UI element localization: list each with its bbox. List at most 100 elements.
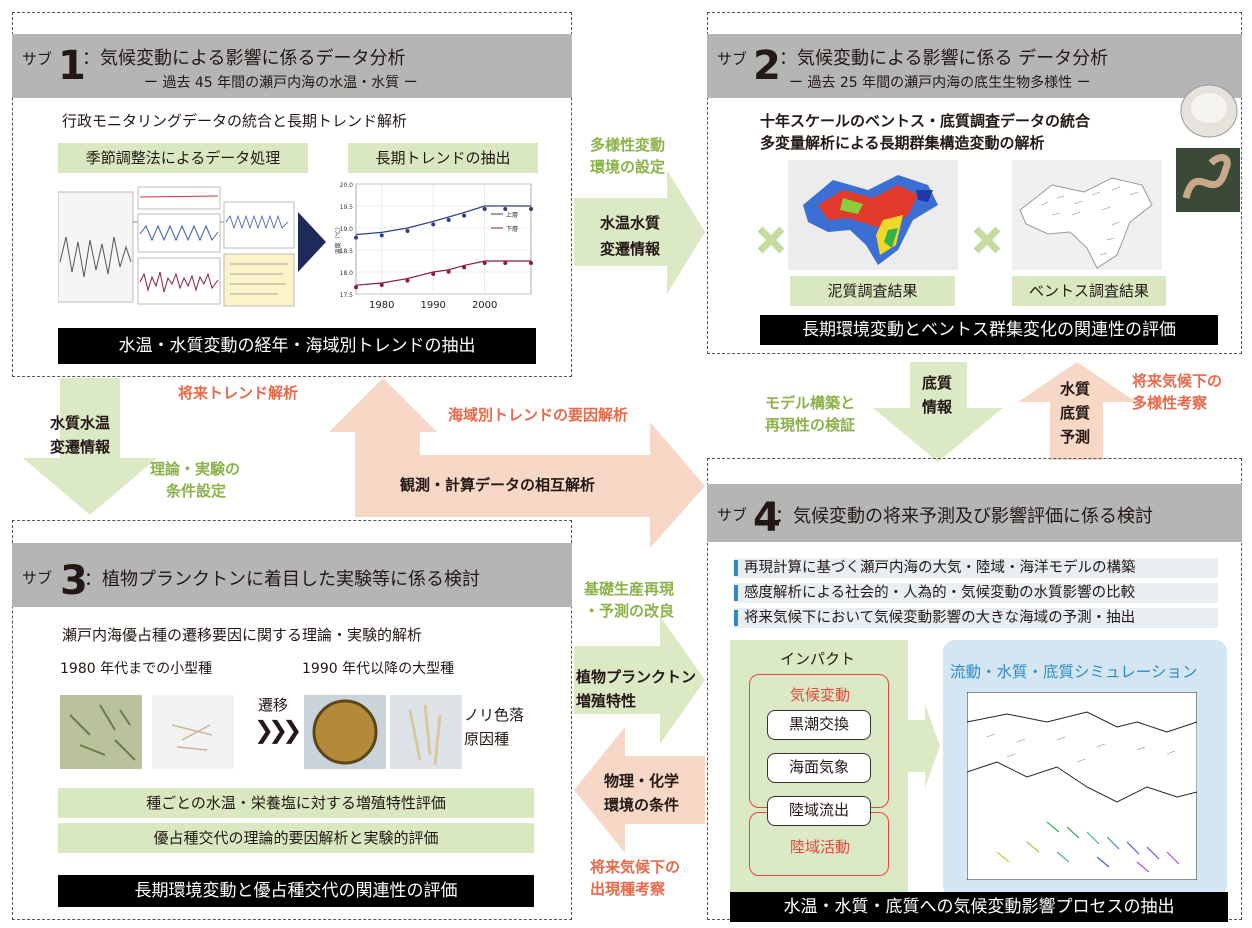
- chart-legend-label: 上層: [506, 211, 518, 219]
- sub1-label-trend: 長期トレンドの抽出: [348, 143, 538, 173]
- label-future-diversity-1: 将来気候下の: [1132, 372, 1223, 390]
- chart-point: [354, 285, 358, 290]
- chart-point: [405, 229, 410, 233]
- label-sediment-info-2: 情報: [922, 398, 953, 416]
- large-species-photo-2: [390, 695, 462, 769]
- sub4-bullet-3: 将来気候下において気候変動影響の大きな海域の予測・抽出: [734, 608, 1218, 628]
- label-diversity-2: 環境の設定: [590, 158, 666, 176]
- chart-plot-area: [355, 183, 532, 295]
- seasonal-decomposition-figure: [58, 186, 295, 307]
- sub3-caption-large: 1990 年代以降の大型種: [302, 661, 455, 677]
- label-model-2: 再現性の検証: [765, 416, 856, 434]
- chart-point: [446, 269, 451, 274]
- label-prediction-1: 水質: [1060, 380, 1091, 398]
- nori-label-1: ノリ色落: [464, 706, 525, 724]
- sub3-bar-2: 優占種交代の理論的要因解析と実験的評価: [58, 823, 534, 853]
- panel-sub1: [12, 12, 572, 377]
- transition-label: 遷移: [258, 696, 289, 714]
- sub2-prefix: サブ: [717, 50, 748, 68]
- benthos-map: [1012, 160, 1162, 270]
- sub1-heading: 行政モニタリングデータの統合と長期トレンド解析: [62, 112, 408, 130]
- sub2-label-sediment: 泥質調査結果: [790, 276, 955, 306]
- chart-point: [431, 272, 436, 276]
- sub1-bottom-bar: 水温・水質変動の経年・海域別トレンドの抽出: [58, 328, 536, 364]
- chart-point: [503, 261, 508, 265]
- arrow-mutual-analysis: [329, 378, 705, 548]
- label-mutual-analysis: 観測・計算データの相互解析: [400, 476, 596, 494]
- sub2-title: ：気候変動による影響に係る データ分析: [779, 48, 1109, 69]
- label-wt-wq-1: 水温水質: [600, 214, 661, 232]
- chart-ytick-label: 18.0: [340, 270, 354, 277]
- kuroshio-box: 黒潮交換: [767, 710, 871, 740]
- small-species-photo-1: [60, 695, 142, 769]
- sea-weather-box: 海面気象: [767, 753, 871, 783]
- label-future-species-2: 出現種考察: [590, 880, 666, 898]
- sub3-heading: 瀬戸内海優占種の遷移要因に関する理論・実験的解析: [62, 626, 423, 644]
- sub1-header: サブ 1 ：気候変動による影響に係るデータ分析 ー 過去 45 年間の瀬戸内海の…: [12, 34, 572, 98]
- arrow-sub4-to-sub3: [574, 727, 705, 853]
- sub3-bar-1: 種ごとの水温・栄養塩に対する増殖特性評価: [58, 788, 534, 818]
- cross-mark-left: [757, 226, 785, 254]
- label-prediction-3: 予測: [1060, 428, 1091, 446]
- chart-xtick-label: 1980: [369, 300, 394, 311]
- sub2-bottom-bar: 長期環境変動とベントス群集変化の関連性の評価: [760, 315, 1218, 345]
- sub2-subtitle: ー 過去 25 年間の瀬戸内海の底生生物多様性 ー: [789, 75, 1091, 91]
- label-prediction-2: 底質: [1060, 404, 1091, 422]
- label-growth-1: 植物プランクトン: [576, 668, 697, 686]
- label-primary-prod-1: 基礎生産再現: [584, 580, 675, 598]
- chart-xtick-label: 2000: [472, 300, 497, 311]
- sub3-title: ：植物プランクトンに着目した実験等に係る検討: [84, 569, 480, 590]
- small-species-photo-2: [152, 695, 234, 769]
- chart-legend-label: 下層: [506, 226, 518, 233]
- panel-sub2: [707, 12, 1242, 354]
- chart-series-line: [355, 205, 531, 236]
- label-wq-wt-1: 水質水温: [50, 414, 111, 432]
- sub4-bullet-1: 再現計算に基づく瀬戸内海の大気・陸域・海洋モデルの構築: [734, 558, 1218, 578]
- shell-photo: [1180, 84, 1238, 138]
- chart-point: [379, 233, 384, 238]
- chart-ytick-label: 19.5: [340, 204, 354, 211]
- sub3-caption-small: 1980 年代までの小型種: [60, 661, 213, 677]
- chart-point: [462, 213, 467, 218]
- sediment-map: [788, 160, 958, 270]
- label-physchem-1: 物理・化学: [604, 772, 680, 790]
- sub1-label-seasonal: 季節調整法によるデータ処理: [58, 143, 308, 173]
- sub1-prefix: サブ: [22, 50, 53, 68]
- arrow-sub2-to-sub4: [873, 362, 1003, 462]
- sub1-subtitle: ー 過去 45 年間の瀬戸内海の水温・水質 ー: [144, 75, 418, 91]
- sub3-bottom-bar: 長期環境変動と優占種交代の関連性の評価: [58, 875, 534, 907]
- sub2-number: 2: [753, 43, 781, 89]
- label-physchem-2: 環境の条件: [604, 796, 680, 814]
- simulation-title: 流動・水質・底質シミュレーション: [950, 663, 1198, 681]
- sub3-prefix: サブ: [22, 569, 53, 587]
- label-theory-1: 理論・実験の: [150, 460, 241, 478]
- large-species-photo-1: [304, 695, 386, 769]
- chart-point: [482, 207, 487, 211]
- arrow-sub1-to-sub3: [23, 378, 157, 515]
- chart-xtick-label: 1990: [420, 300, 445, 311]
- chart-point: [405, 278, 410, 283]
- sub4-prefix: サブ: [717, 506, 748, 524]
- chart-ylabel: 温度（℃）: [334, 224, 342, 255]
- chart-ytick-label: 17.5: [340, 292, 354, 299]
- chart-point: [379, 283, 384, 287]
- chart-point: [462, 265, 467, 270]
- sub4-bottom-bar: 水温・水質・底質への気候変動影響プロセスの抽出: [730, 892, 1228, 922]
- sub4-number: 4: [753, 495, 781, 541]
- chart-point: [529, 261, 533, 265]
- chart-point: [354, 235, 358, 240]
- cross-mark-right: [973, 226, 1001, 254]
- land-activity-label: 陸域活動: [790, 838, 851, 856]
- sub4-bullet-2: 感度解析による社会的・人為的・気候変動の水質影響の比較: [734, 583, 1218, 603]
- chart-point: [446, 218, 451, 222]
- sub4-title: ：気候変動の将来予測及び影響評価に係る検討: [775, 506, 1153, 527]
- worm-photo: [1176, 148, 1240, 212]
- chart-ytick-label: 18.5: [340, 248, 354, 255]
- label-regional-trend: 海域別トレンドの要因解析: [448, 406, 629, 424]
- sub2-heading-2: 多変量解析による長期群集構造変動の解析: [760, 134, 1045, 152]
- sub1-number: 1: [58, 43, 86, 89]
- impact-title: インパクト: [780, 650, 856, 668]
- label-growth-2: 増殖特性: [576, 692, 637, 710]
